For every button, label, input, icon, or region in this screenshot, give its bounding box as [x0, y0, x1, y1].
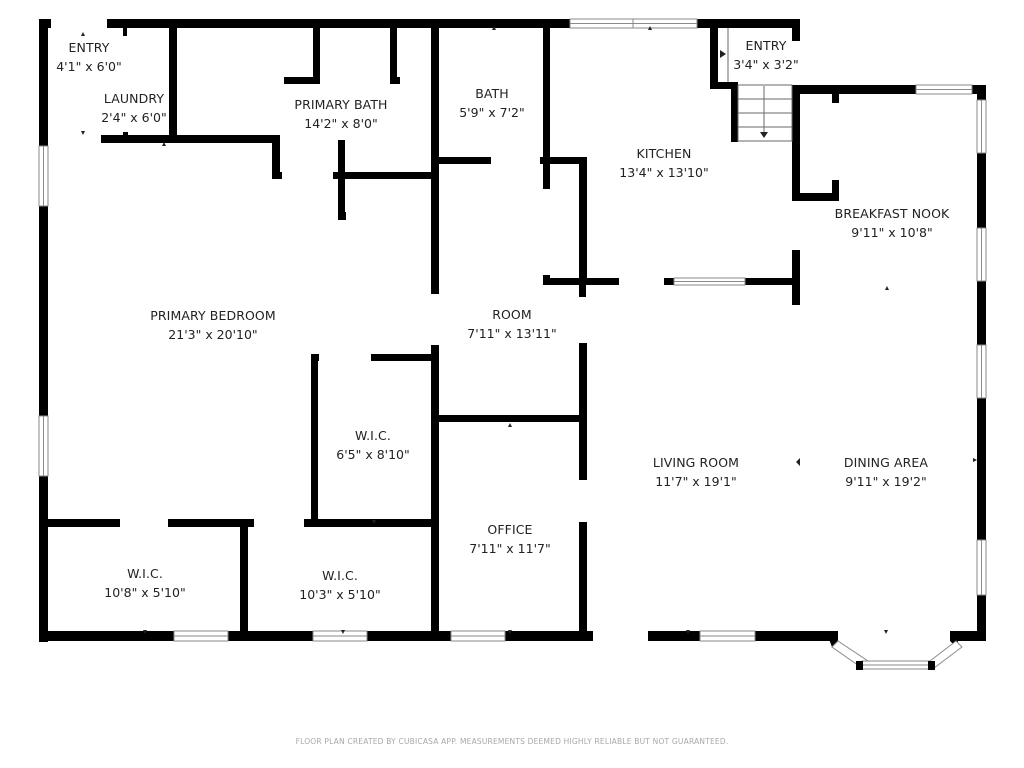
room-name: LAUNDRY	[103, 91, 165, 106]
room-name: W.I.C.	[322, 568, 358, 583]
room-name: ENTRY	[68, 40, 110, 55]
room-dimensions: 14'2" x 8'0"	[304, 116, 378, 131]
room-label-bath: BATH 5'9" x 7'2"	[459, 84, 525, 122]
room-label-office: OFFICE 7'11" x 11'7"	[469, 520, 550, 558]
disclaimer-footer: FLOOR PLAN CREATED BY CUBICASA APP. MEAS…	[295, 737, 729, 746]
room-name: BREAKFAST NOOK	[834, 206, 950, 221]
room-label-wic-middle: W.I.C. 10'3" x 5'10"	[299, 566, 380, 604]
room-name: W.I.C.	[355, 428, 391, 443]
room-dimensions: 9'11" x 10'8"	[851, 225, 933, 240]
room-name: LIVING ROOM	[652, 455, 740, 470]
room-name: OFFICE	[487, 522, 533, 537]
room-name: W.I.C.	[127, 566, 163, 581]
room-dimensions: 3'4" x 3'2"	[733, 57, 799, 72]
room-label-laundry: LAUNDRY 2'4" x 6'0"	[101, 89, 167, 127]
room-label-living-room: LIVING ROOM 11'7" x 19'1"	[653, 453, 739, 491]
room-label-entry-west: ENTRY 4'1" x 6'0"	[56, 38, 122, 76]
room-label-kitchen: KITCHEN 13'4" x 13'10"	[619, 144, 708, 182]
room-label-dining-area: DINING AREA 9'11" x 19'2"	[844, 453, 928, 491]
room-label-primary-bedroom: PRIMARY BEDROOM 21'3" x 20'10"	[150, 306, 276, 344]
room-dimensions: 11'7" x 19'1"	[655, 474, 737, 489]
room-name: ROOM	[492, 307, 532, 322]
room-name: BATH	[475, 86, 509, 101]
room-dimensions: 7'11" x 11'7"	[469, 541, 551, 556]
room-label-entry-east: ENTRY 3'4" x 3'2"	[733, 36, 799, 74]
room-label-wic-center: W.I.C. 6'5" x 8'10"	[336, 426, 409, 464]
room-label-breakfast-nook: BREAKFAST NOOK 9'11" x 10'8"	[835, 204, 950, 242]
room-label-wic-left: W.I.C. 10'8" x 5'10"	[104, 564, 185, 602]
room-dimensions: 2'4" x 6'0"	[101, 110, 167, 125]
room-name: ENTRY	[745, 38, 787, 53]
room-dimensions: 10'3" x 5'10"	[299, 587, 381, 602]
interior-walls	[44, 19, 839, 641]
room-name: DINING AREA	[843, 455, 929, 470]
room-name: KITCHEN	[636, 146, 692, 161]
measurement-ticks	[81, 26, 977, 634]
room-dimensions: 7'11" x 13'11"	[467, 326, 557, 341]
windows	[38, 18, 987, 670]
room-dimensions: 21'3" x 20'10"	[168, 327, 258, 342]
room-label-primary-bath: PRIMARY BATH 14'2" x 8'0"	[294, 95, 387, 133]
room-name: PRIMARY BATH	[294, 97, 388, 112]
room-dimensions: 13'4" x 13'10"	[619, 165, 709, 180]
room-dimensions: 5'9" x 7'2"	[459, 105, 525, 120]
room-dimensions: 9'11" x 19'2"	[845, 474, 927, 489]
room-dimensions: 4'1" x 6'0"	[56, 59, 122, 74]
stairs	[720, 28, 793, 142]
room-dimensions: 10'8" x 5'10"	[104, 585, 186, 600]
room-name: PRIMARY BEDROOM	[150, 308, 276, 323]
room-dimensions: 6'5" x 8'10"	[336, 447, 410, 462]
room-label-room: ROOM 7'11" x 13'11"	[467, 305, 556, 343]
